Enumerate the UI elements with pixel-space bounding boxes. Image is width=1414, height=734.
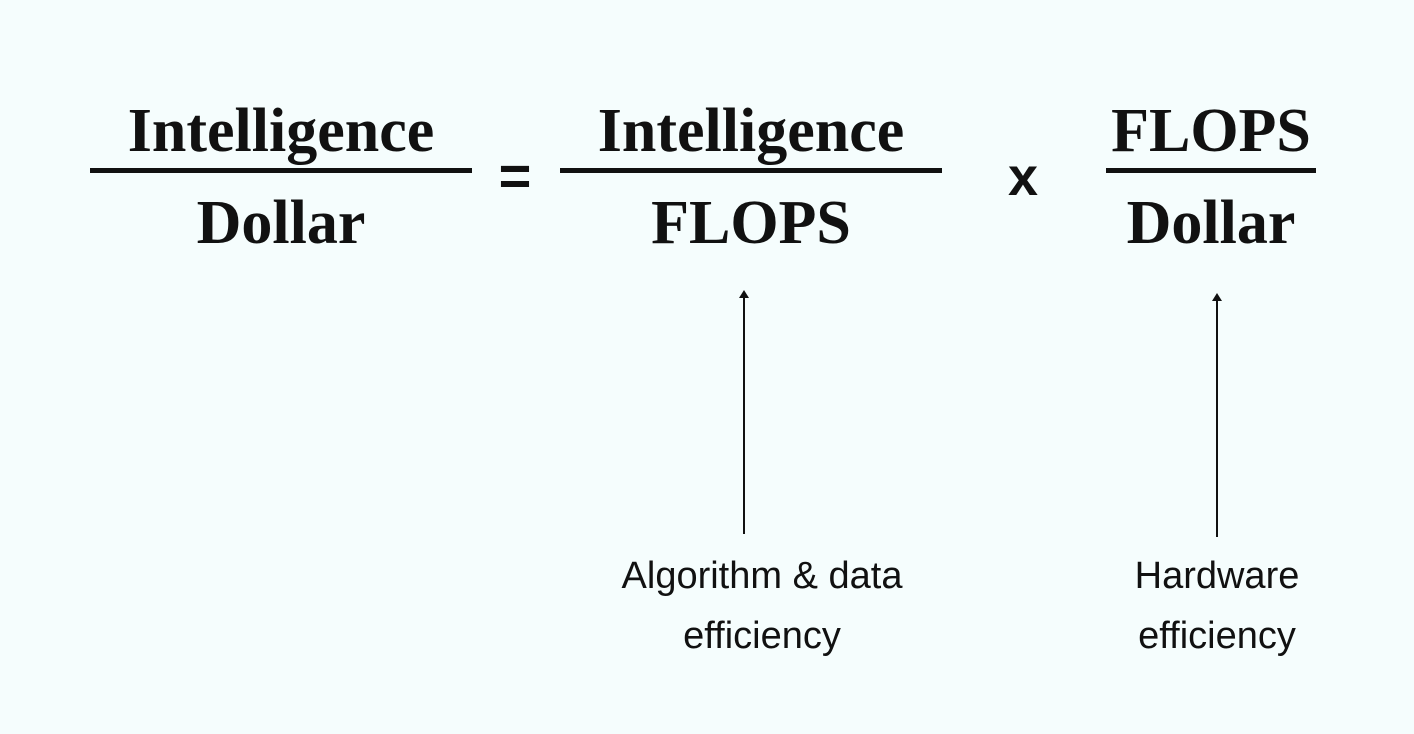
label-line: Hardware bbox=[1134, 555, 1300, 597]
arrow-up-icon bbox=[1212, 293, 1222, 537]
label-line: efficiency bbox=[1138, 615, 1296, 657]
term2-numerator: FLOPS bbox=[1111, 97, 1311, 165]
hardware-efficiency-label: Hardware efficiency bbox=[1097, 546, 1337, 666]
term2-fraction-bar bbox=[1106, 168, 1316, 173]
lhs-denominator: Dollar bbox=[196, 189, 366, 257]
equals-sign: = bbox=[498, 144, 532, 207]
arrow-up-icon bbox=[739, 290, 749, 534]
term1-numerator: Intelligence bbox=[597, 97, 905, 165]
lhs-fraction-bar bbox=[90, 168, 472, 173]
lhs-numerator: Intelligence bbox=[127, 97, 435, 165]
term1-denominator: FLOPS bbox=[651, 189, 851, 257]
term1-fraction-bar bbox=[560, 168, 942, 173]
multiply-sign: x bbox=[1007, 147, 1039, 207]
label-line: Algorithm & data bbox=[621, 555, 903, 597]
term2-denominator: Dollar bbox=[1126, 189, 1296, 257]
algorithm-efficiency-label: Algorithm & data efficiency bbox=[562, 546, 962, 666]
label-line: efficiency bbox=[683, 615, 841, 657]
